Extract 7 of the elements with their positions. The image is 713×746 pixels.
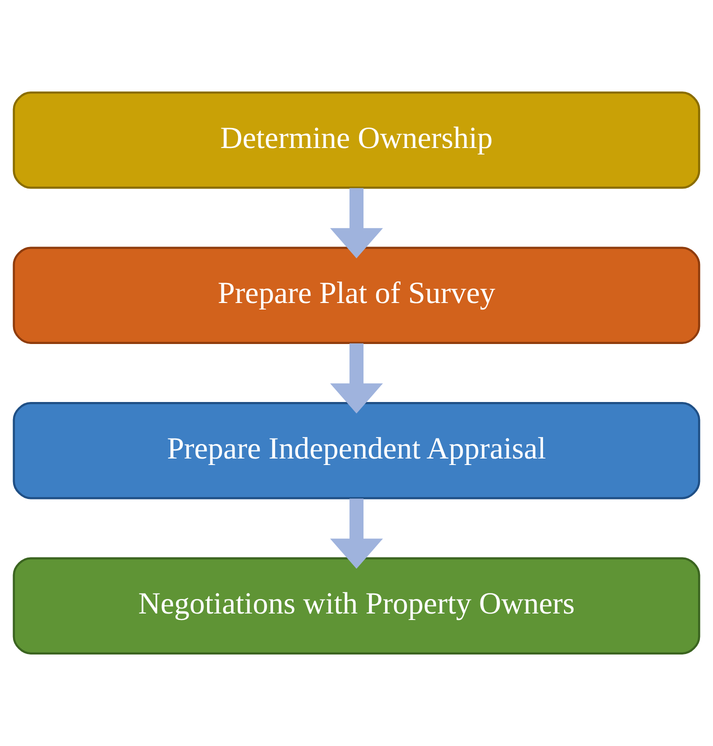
arrow <box>330 188 383 258</box>
node-box: Prepare Plat of Survey <box>12 246 700 344</box>
node-box: Determine Ownership <box>12 92 700 189</box>
arrow <box>330 498 383 569</box>
node-box: Prepare Independent Appraisal <box>12 402 700 500</box>
node-box: Negotiations with Property Owners <box>12 557 700 654</box>
arrow <box>330 343 383 414</box>
